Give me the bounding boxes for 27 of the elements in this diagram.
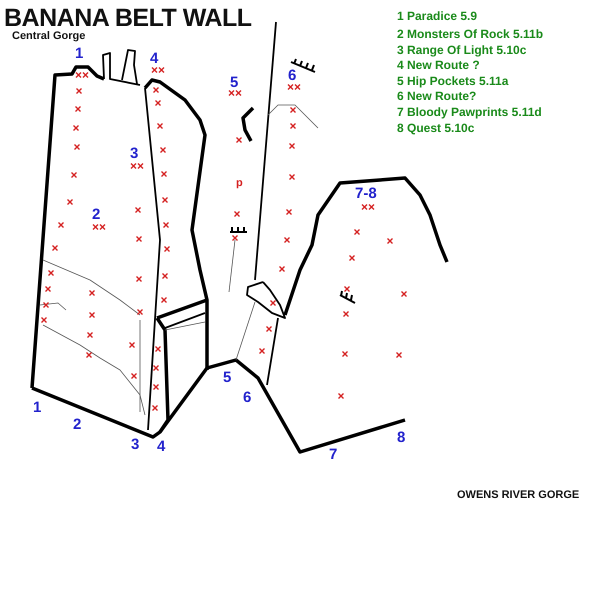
route-number: 5 [223,370,232,385]
route-legend-entry: 2 Monsters Of Rock 5.11b [397,28,544,40]
route-legend-entry: 5 Hip Pockets 5.11a [397,75,508,87]
route-number: 6 [243,390,252,405]
route-number: 3 [131,437,140,452]
route-legend-entry: 6 New Route? [397,90,476,102]
route-legend-entry: 3 Range Of Light 5.10c [397,44,526,56]
diagram-title: BANANA BELT WALL [4,4,252,32]
route-number: 8 [397,430,406,445]
route-legend-entry: 4 New Route ? [397,59,480,71]
piton-mark: p [236,178,243,189]
route-number: 1 [75,46,84,61]
route-number: 6 [288,68,296,83]
route-number: 3 [130,146,138,161]
route-number: 4 [157,439,166,454]
route-number: 7 [329,447,338,462]
route-number: 2 [92,207,100,222]
route-legend-entry: 8 Quest 5.10c [397,122,474,134]
route-number: 5 [230,75,238,90]
subtitle: Central Gorge [12,31,86,42]
location-note: OWENS RIVER GORGE [457,490,580,501]
route-number: 7-8 [355,186,377,201]
route-number: 4 [150,51,158,66]
route-legend-entry: 1 Paradice 5.9 [397,10,478,22]
route-legend-entry: 7 Bloody Pawprints 5.11d [397,106,542,118]
route-number: 1 [33,400,42,415]
route-number: 2 [73,417,82,432]
